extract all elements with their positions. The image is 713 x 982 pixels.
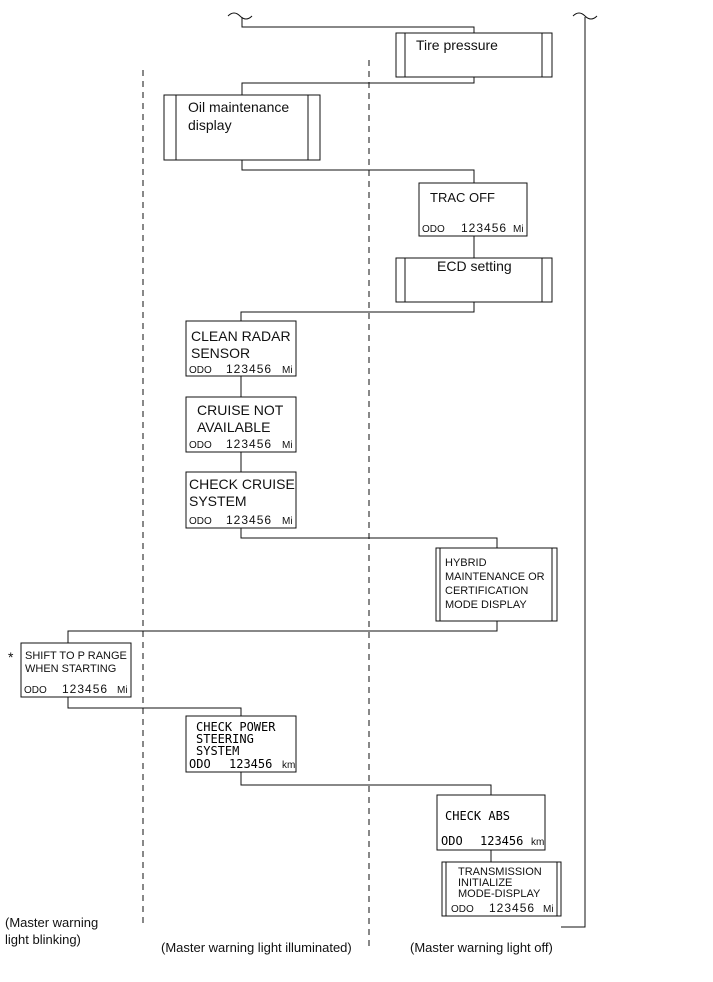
box-text: HYBRID (445, 557, 487, 569)
box-text: SYSTEM (189, 493, 247, 509)
odo-unit: Mi (543, 904, 554, 915)
box-check-power-steering: CHECK POWER STEERING SYSTEM ODO 123456 k… (185, 715, 297, 773)
box-text: TRANSMISSION (458, 866, 542, 878)
connector-return-loop (561, 17, 586, 928)
box-text: MAINTENANCE OR (445, 571, 545, 583)
odo-unit: Mi (117, 685, 128, 696)
connector-tire-to-oil (241, 77, 475, 95)
odo-unit: Mi (282, 516, 293, 527)
connector-oil-to-trac (241, 160, 475, 183)
asterisk-note: * (8, 649, 14, 665)
box-text: CLEAN RADAR (191, 328, 291, 344)
box-trac-off: TRAC OFF ODO 123456 Mi (418, 182, 528, 237)
box-text: CHECK POWER (196, 720, 276, 734)
box-text: Tire pressure (416, 37, 498, 53)
box-ecd-setting: ECD setting (395, 257, 553, 303)
odo-unit: Mi (282, 365, 293, 376)
box-shift-to-p-range: SHIFT TO P RANGE WHEN STARTING ODO 12345… (20, 642, 132, 698)
caption-blinking-line1: (Master warning (5, 915, 98, 930)
odo-label: ODO (451, 904, 474, 915)
box-check-abs: CHECK ABS ODO 123456 km (436, 794, 546, 851)
connector-top-to-tire (241, 17, 475, 33)
box-text: CHECK CRUISE (189, 476, 295, 492)
odo-label: ODO (189, 757, 211, 771)
box-cruise-not-available: CRUISE NOT AVAILABLE ODO 123456 Mi (185, 396, 297, 453)
box-hybrid-maintenance: HYBRID MAINTENANCE OR CERTIFICATION MODE… (435, 547, 558, 622)
odo-label: ODO (24, 685, 47, 696)
box-text: AVAILABLE (197, 419, 270, 435)
box-text: SHIFT TO P RANGE (25, 650, 127, 662)
odo-value: 123456 (480, 834, 523, 848)
odo-value: 123456 (461, 221, 507, 235)
box-text: MODE DISPLAY (445, 599, 527, 611)
connector-ecd-to-radar (240, 302, 475, 321)
flow-connectors (67, 12, 598, 928)
box-text: MODE-DISPLAY (458, 888, 541, 900)
box-text: INITIALIZE (458, 877, 512, 889)
odo-label: ODO (422, 224, 445, 235)
odo-value: 123456 (62, 682, 108, 696)
odo-unit: km (282, 760, 295, 771)
connector-power-to-abs (240, 772, 492, 795)
odo-value: 123456 (229, 757, 272, 771)
caption-off: (Master warning light off) (410, 940, 553, 955)
odo-unit: Mi (513, 224, 524, 235)
connector-check-to-hybrid (240, 528, 498, 548)
box-text: ECD setting (437, 258, 512, 274)
odo-unit: Mi (282, 440, 293, 451)
box-text: SYSTEM (196, 744, 239, 758)
caption-blinking-line2: light blinking) (5, 932, 81, 947)
box-transmission-initialize: TRANSMISSION INITIALIZE MODE-DISPLAY ODO… (441, 861, 562, 917)
box-text: STEERING (196, 732, 254, 746)
connector-shift-to-power (67, 697, 242, 716)
box-text: CRUISE NOT (197, 402, 284, 418)
box-oil-maintenance: Oil maintenance display (163, 94, 321, 161)
box-text: TRAC OFF (430, 190, 495, 205)
odo-label: ODO (189, 440, 212, 451)
box-text: display (188, 117, 232, 133)
odo-label: ODO (441, 834, 463, 848)
odo-unit: km (531, 837, 544, 848)
box-text: SENSOR (191, 345, 250, 361)
odo-label: ODO (189, 365, 212, 376)
odo-label: ODO (189, 516, 212, 527)
box-tire-pressure: Tire pressure (395, 32, 553, 78)
odo-value: 123456 (226, 513, 272, 527)
break-mark-left (227, 12, 253, 20)
box-text: CERTIFICATION (445, 585, 528, 597)
box-text: Oil maintenance (188, 99, 289, 115)
break-mark-right (572, 12, 598, 20)
caption-illuminated: (Master warning light illuminated) (161, 940, 352, 955)
box-text: CHECK ABS (445, 809, 510, 823)
box-clean-radar-sensor: CLEAN RADAR SENSOR ODO 123456 Mi (185, 320, 297, 377)
odo-value: 123456 (226, 362, 272, 376)
odo-value: 123456 (226, 437, 272, 451)
odo-value: 123456 (489, 901, 535, 915)
box-check-cruise-system: CHECK CRUISE SYSTEM ODO 123456 Mi (185, 471, 297, 529)
connector-hybrid-to-shift (67, 621, 498, 643)
box-text: WHEN STARTING (25, 663, 116, 675)
